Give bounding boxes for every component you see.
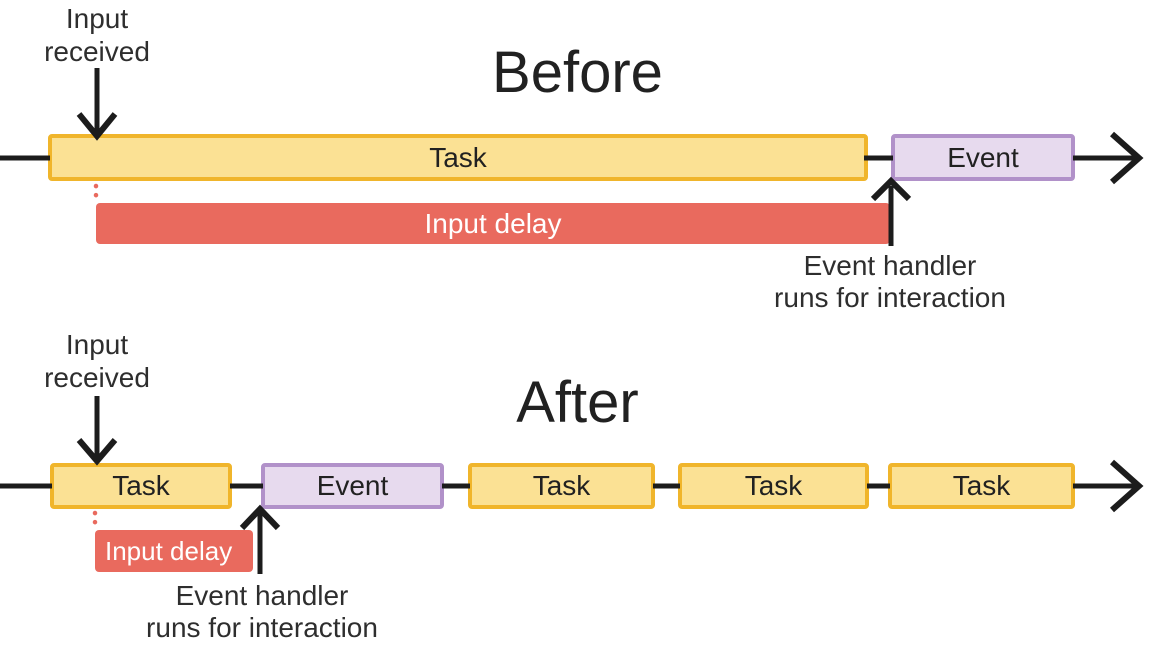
after-task-box-4: Task: [888, 463, 1075, 509]
after-event-label: Event: [316, 470, 389, 501]
after-input-received-line2: received: [44, 362, 150, 393]
before-event-label: Event: [947, 141, 1019, 173]
before-input-delay-bar: Input delay: [96, 203, 890, 244]
after-event-box: Event: [261, 463, 444, 509]
before-handler-arrowhead-icon: [870, 176, 912, 202]
before-input-received-label: Input received: [17, 2, 177, 68]
before-event-box: Event: [891, 134, 1075, 181]
after-task-box-3: Task: [678, 463, 869, 509]
after-input-received-label: Input received: [17, 328, 177, 394]
after-task-label-4: Task: [952, 470, 1011, 501]
before-title: Before: [492, 40, 663, 105]
before-input-received-line1: Input: [65, 3, 129, 34]
before-task-box: Task: [48, 134, 868, 181]
after-input-delay-bar: Input delay: [95, 530, 253, 572]
before-task-label: Task: [429, 141, 487, 173]
after-task-label-2: Task: [532, 470, 591, 501]
after-input-received-line1: Input: [65, 329, 129, 360]
before-input-received-line2: received: [44, 36, 150, 67]
before-event-handler-label: Event handler runs for interaction: [730, 250, 1050, 314]
after-task-label-1: Task: [112, 470, 170, 501]
before-input-delay-label: Input delay: [424, 207, 562, 239]
after-event-handler-label: Event handler runs for interaction: [102, 580, 422, 644]
after-event-handler-line1: Event handler: [175, 580, 349, 611]
after-task-box-1: Task: [50, 463, 232, 509]
after-task-box-2: Task: [468, 463, 655, 509]
after-task-label-3: Task: [744, 470, 803, 501]
after-event-handler-line2: runs for interaction: [146, 612, 378, 643]
after-handler-arrowhead-icon: [239, 504, 281, 531]
before-timeline-arrowhead-icon: [1110, 131, 1144, 185]
after-timeline-arrowhead-icon: [1110, 459, 1144, 513]
before-input-arrowhead-icon: [76, 112, 118, 141]
after-input-delay-label: Input delay: [105, 535, 233, 566]
after-input-arrowhead-icon: [76, 438, 118, 466]
after-title: After: [516, 370, 639, 435]
before-event-handler-line1: Event handler: [803, 250, 977, 281]
before-event-handler-line2: runs for interaction: [774, 282, 1006, 313]
